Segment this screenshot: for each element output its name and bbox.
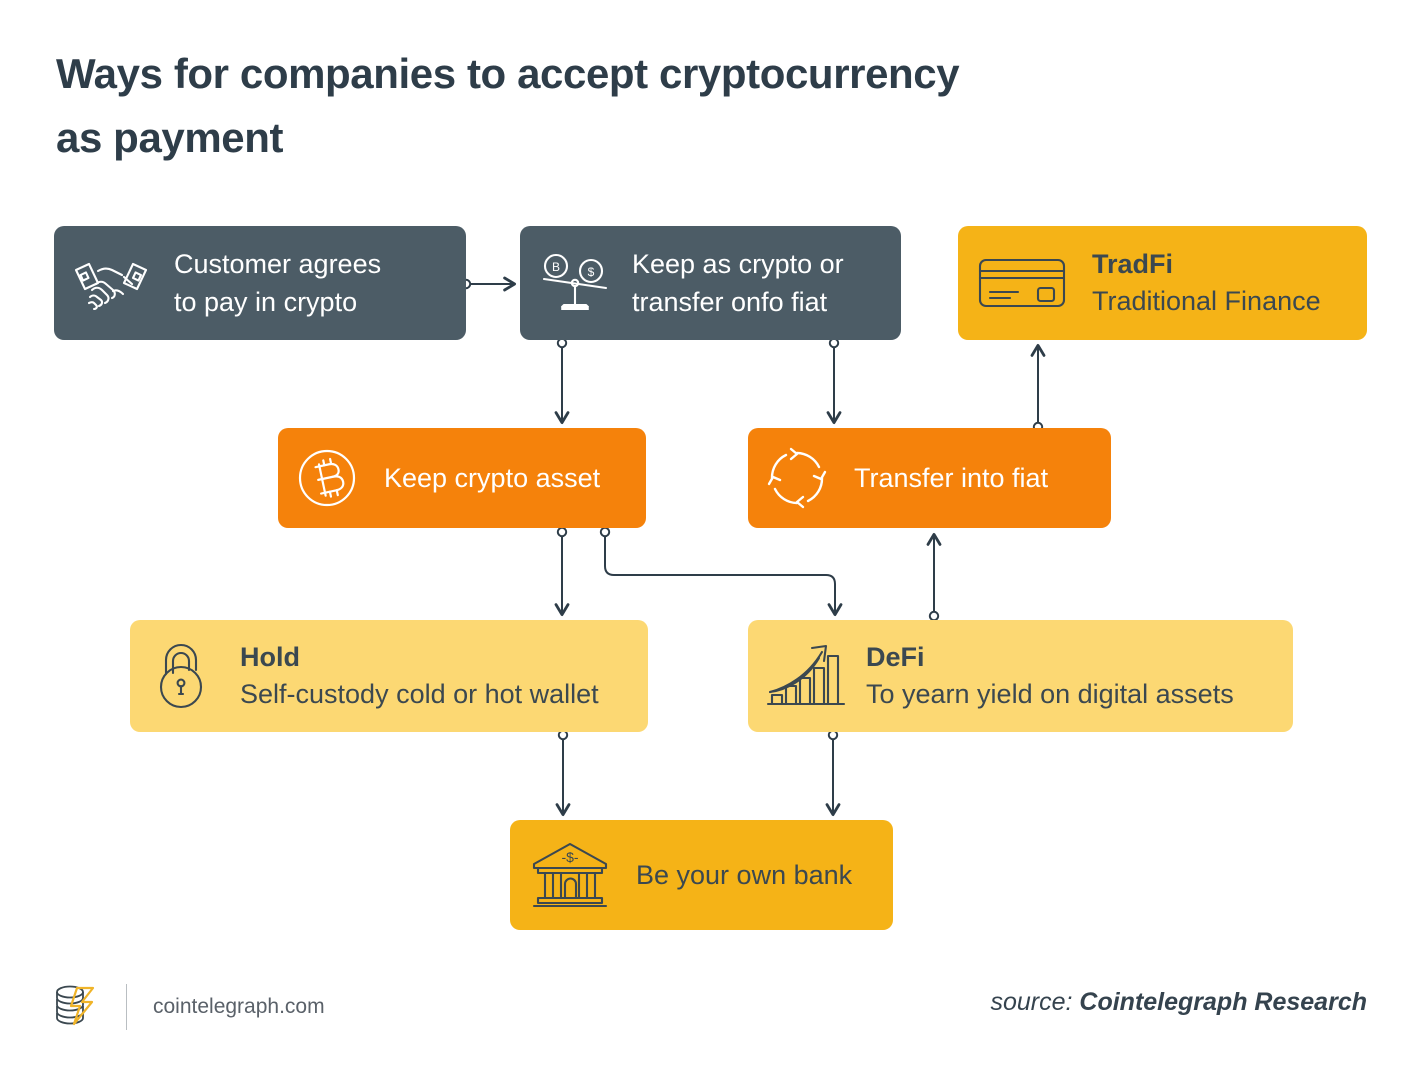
footer-brand: cointelegraph.com <box>52 978 325 1035</box>
growth-chart-icon <box>764 638 848 714</box>
node-defi-title: DeFi <box>866 642 925 672</box>
footer-url[interactable]: cointelegraph.com <box>153 994 325 1018</box>
node-keep-crypto-asset-label: Keep crypto asset <box>384 463 601 493</box>
refresh-cycle-icon <box>764 445 830 511</box>
footer-source: source: Cointelegraph Research <box>990 988 1367 1017</box>
node-defi-text: DeFi To yearn yield on digital assets <box>866 639 1293 713</box>
connector-defi-to-transferfiat <box>926 532 942 622</box>
svg-text:$: $ <box>588 265 595 279</box>
node-tradfi[interactable]: TradFi Traditional Finance <box>958 226 1367 340</box>
svg-text:-$-: -$- <box>561 849 578 865</box>
connector-defi-to-bank <box>825 729 841 817</box>
node-transfer-into-fiat[interactable]: Transfer into fiat <box>748 428 1111 528</box>
footer: cointelegraph.com source: Cointelegraph … <box>0 960 1409 1070</box>
node-tradfi-title: TradFi <box>1092 249 1174 279</box>
node-be-your-own-bank[interactable]: -$- Be your own bank <box>510 820 893 930</box>
node-hold-title: Hold <box>240 642 300 672</box>
cointelegraph-logo-icon <box>52 978 100 1035</box>
bitcoin-icon <box>294 445 360 511</box>
node-customer-agrees[interactable]: Customer agrees to pay in crypto <box>54 226 466 340</box>
node-be-your-own-bank-label: Be your own bank <box>636 860 853 890</box>
balance-scale-icon: B $ <box>536 249 614 317</box>
node-defi[interactable]: DeFi To yearn yield on digital assets <box>748 620 1293 732</box>
node-hold[interactable]: Hold Self-custody cold or hot wallet <box>130 620 648 732</box>
node-transfer-into-fiat-label: Transfer into fiat <box>854 463 1049 493</box>
node-keepas-line1: Keep as crypto or <box>632 249 844 279</box>
node-hold-text: Hold Self-custody cold or hot wallet <box>240 639 648 713</box>
footer-divider <box>126 983 127 1030</box>
node-keepas-text: Keep as crypto or transfer onfo fiat <box>632 245 901 321</box>
connector-keepasset-to-defi <box>599 526 843 617</box>
footer-source-name: Cointelegraph Research <box>1079 988 1367 1016</box>
footer-source-prefix: source: <box>990 988 1073 1016</box>
connector-transferfiat-to-tradfi <box>1030 343 1046 433</box>
node-tradfi-subtitle: Traditional Finance <box>1092 286 1321 316</box>
credit-card-icon <box>976 252 1068 314</box>
connector-keepas-to-keepasset <box>554 337 570 425</box>
node-keepas-line2: transfer onfo fiat <box>632 287 828 317</box>
node-customer-line2: to pay in crypto <box>174 287 358 317</box>
svg-text:B: B <box>552 260 560 274</box>
handshake-icon <box>72 253 150 313</box>
page-title: Ways for companies to accept cryptocurre… <box>56 42 1206 170</box>
node-tradfi-text: TradFi Traditional Finance <box>1092 246 1367 320</box>
connector-hold-to-bank <box>555 729 571 817</box>
node-keep-crypto-asset[interactable]: Keep crypto asset <box>278 428 646 528</box>
connector-keepasset-to-hold <box>554 526 570 617</box>
node-keep-as-crypto[interactable]: B $ Keep as crypto or transfer onfo fiat <box>520 226 901 340</box>
connector-customer-to-keepas <box>460 276 517 292</box>
page-title-line1: Ways for companies to accept cryptocurre… <box>56 50 960 97</box>
node-customer-line1: Customer agrees <box>174 249 382 279</box>
node-customer-text: Customer agrees to pay in crypto <box>174 245 466 321</box>
connector-keepas-to-transferfiat <box>826 337 842 425</box>
bank-building-icon: -$- <box>528 838 612 912</box>
node-hold-subtitle: Self-custody cold or hot wallet <box>240 679 599 709</box>
padlock-icon <box>150 640 216 712</box>
node-defi-subtitle: To yearn yield on digital assets <box>866 679 1234 709</box>
page-title-line2: as payment <box>56 114 284 161</box>
